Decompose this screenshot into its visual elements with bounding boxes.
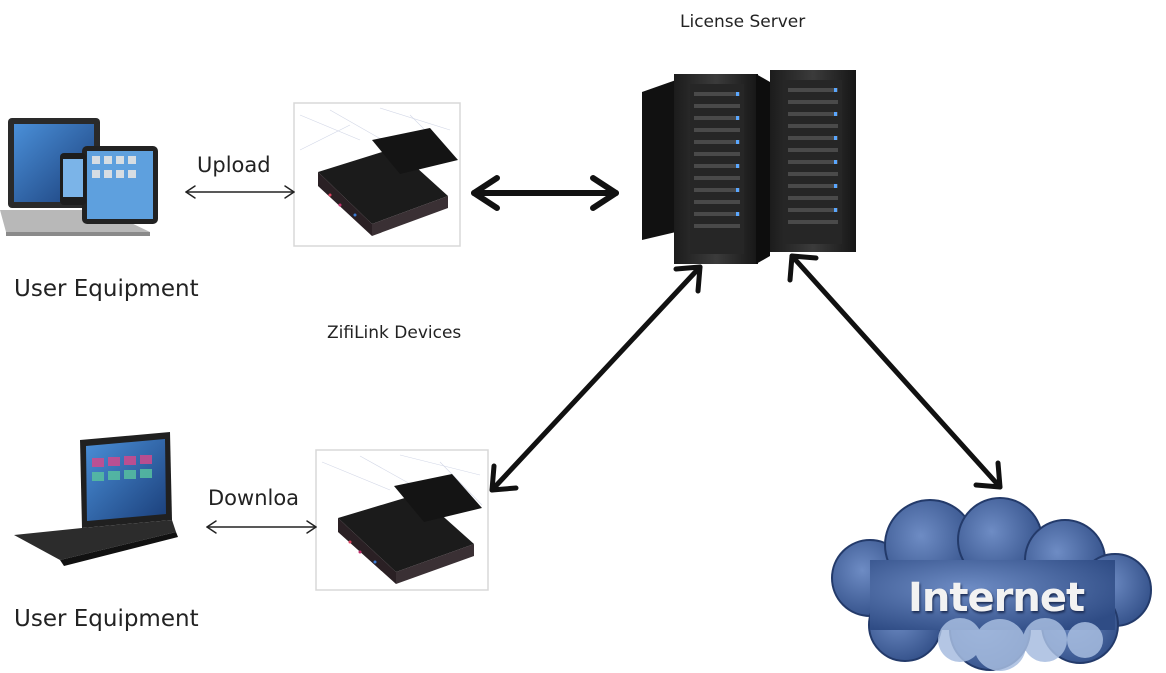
user-equipment-top-label: User Equipment: [14, 276, 199, 302]
laptop-icon: [14, 432, 178, 566]
zifilink-box-icon: [315, 449, 489, 591]
device-server-arrow-top: [471, 175, 619, 211]
cloud-icon: [831, 497, 1152, 671]
internet-label: Internet: [908, 575, 1085, 621]
upload-arrow: [185, 185, 295, 199]
device-server-arrow-bottom: [489, 264, 703, 493]
upload-label: Upload: [197, 153, 271, 177]
server-rack-icon: [642, 70, 856, 264]
laptop-tablet-phone-icon: [0, 118, 158, 236]
user-equipment-bottom-label: User Equipment: [14, 606, 199, 632]
download-arrow: [206, 520, 317, 534]
arrows: [185, 175, 1003, 534]
zifilink-box-icon: [293, 102, 461, 247]
server-internet-arrow: [787, 253, 1003, 490]
zifilink-devices-label: ZifiLink Devices: [327, 323, 462, 343]
download-label: Downloa: [208, 486, 300, 510]
license-server-label: License Server: [680, 12, 806, 32]
